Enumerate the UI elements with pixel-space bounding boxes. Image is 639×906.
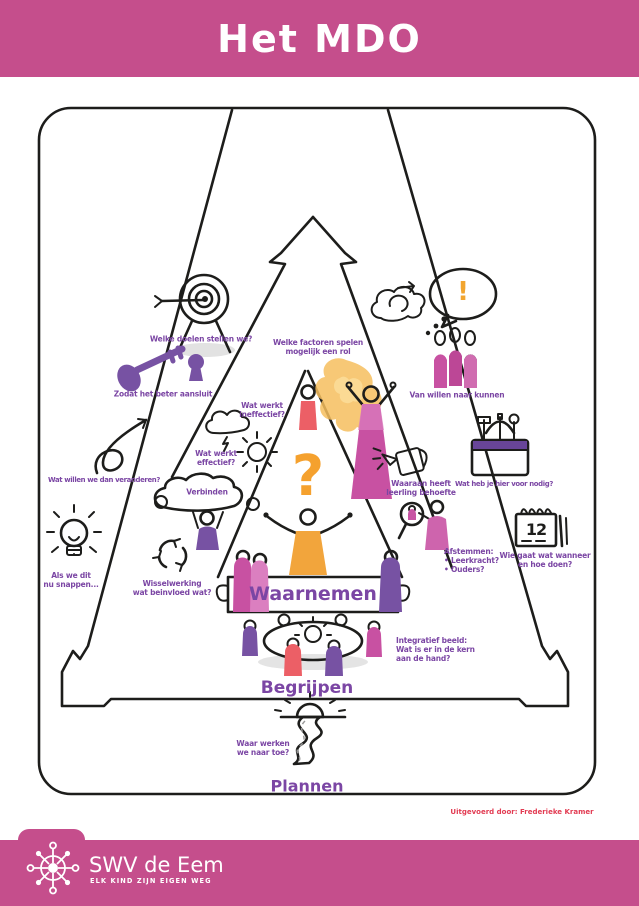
climbing-figure <box>299 384 317 430</box>
frame-border <box>37 106 597 796</box>
key-icon <box>117 345 204 392</box>
header-bar: Het MDO <box>0 0 639 77</box>
label-verbinden: Verbinden <box>186 487 228 497</box>
label-aansluit: Zodat het beter aansluit <box>113 389 213 399</box>
label-doelen: Welke doelen stellen we? <box>149 334 253 344</box>
arrow-outline <box>170 215 454 570</box>
waarnemen-banner <box>215 549 411 614</box>
stage-plannen: Plannen <box>270 776 344 796</box>
label-willen-kunnen: Van willen naar kunnen <box>409 390 505 400</box>
footer-bar <box>0 840 639 906</box>
credit-line: Uitgevoerd door: Frederieke Kramer <box>450 808 594 816</box>
dot-trail <box>441 316 447 322</box>
cycle-arrows-icon <box>152 538 188 572</box>
footer-logo-bump <box>18 829 85 840</box>
celebrating-figure <box>345 381 397 499</box>
label-snappen: Als we dit nu snappen... <box>43 571 99 589</box>
swv-logo-icon <box>26 841 80 895</box>
thought-cloud-icon <box>370 281 426 322</box>
stage-waarnemen: Waarnemen <box>249 583 377 605</box>
mountain-outline <box>60 108 570 708</box>
presenting-figure <box>263 508 353 575</box>
toolbox-icon <box>470 413 530 477</box>
sunrise-path-icon <box>274 691 347 766</box>
label-ineffectief: Wat werkt ineffectief? <box>239 401 285 419</box>
calendar-day: 12 <box>525 520 547 539</box>
footer-tagline: ELK KIND ZIJN EIGEN WEG <box>90 877 212 885</box>
verbinden-banner <box>153 472 260 550</box>
label-factoren: Welke factoren spelen mogelijk een rol <box>272 338 364 356</box>
magnifier-figure <box>397 499 449 550</box>
sun-icon <box>236 431 278 473</box>
group-icon <box>434 327 477 388</box>
exclamation-bubble-icon <box>425 267 498 336</box>
target-icon <box>154 273 235 357</box>
label-afstemmen: Afstemmen: • Leerkracht? • Ouders? <box>444 547 499 574</box>
table-scene <box>242 613 382 676</box>
calendar-icon <box>514 508 568 548</box>
lightbulb-icon <box>46 504 102 556</box>
label-wie-gaat: Wie gaat wat wanneer en hoe doen? <box>499 551 591 569</box>
label-integratief: Integratief beeld: Wat is er in de kern … <box>396 636 475 663</box>
footer-brand: SWV de Eem <box>89 853 224 877</box>
question-mark: ? <box>291 444 325 509</box>
watering-can-icon <box>372 447 428 476</box>
label-waar-werken: Waar werken we naar toe? <box>236 739 290 757</box>
label-behoefte: Waaraan heeft leerling behoefte <box>386 479 456 497</box>
exclamation-mark: ! <box>457 277 469 307</box>
cloud-lightning-icon <box>205 409 250 452</box>
label-wisselwerking: Wisselwerking wat beinvloed wat? <box>132 579 212 597</box>
page-title: Het MDO <box>217 16 422 61</box>
curly-arrow-icon <box>94 418 148 475</box>
stage-begrijpen: Begrijpen <box>260 678 354 698</box>
label-nodig: Wat heb je hier voor nodig? <box>455 479 553 488</box>
label-veranderen: Wat willen we dan veranderen? <box>47 475 160 484</box>
label-effectief: Wat werkt effectief? <box>195 449 237 467</box>
